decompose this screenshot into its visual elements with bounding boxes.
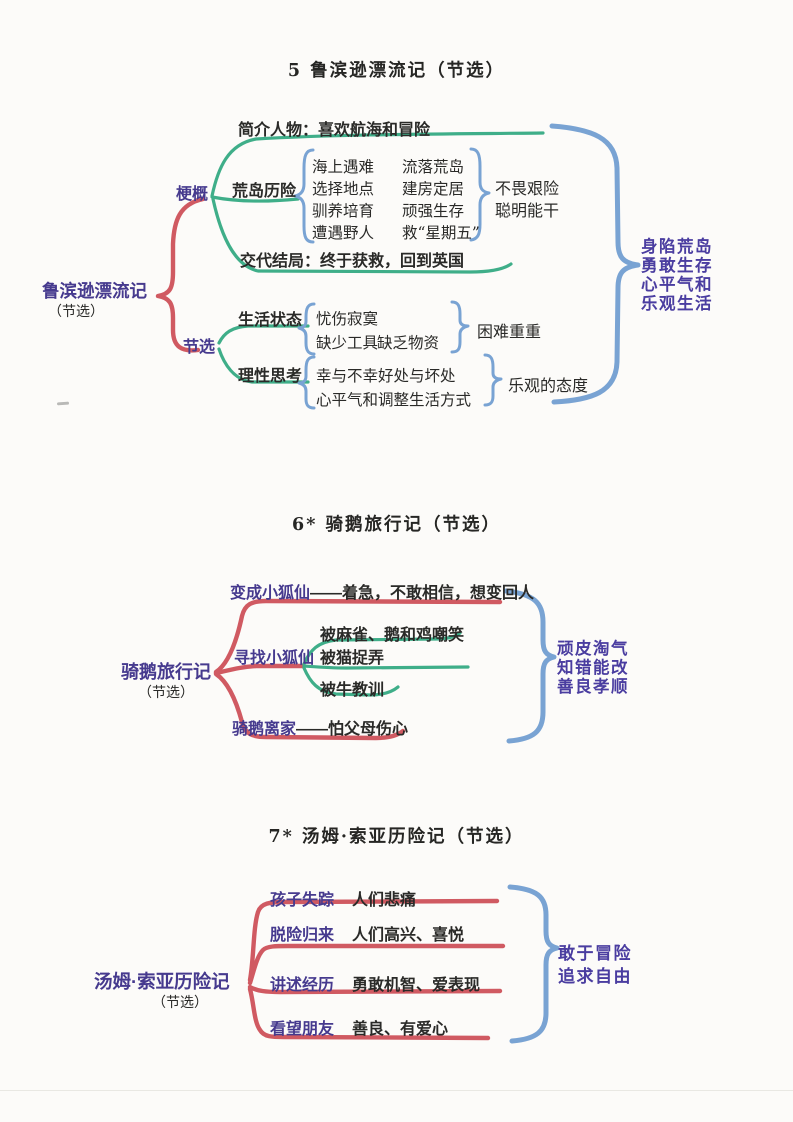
tom-row-label: 讲述经历 <box>270 977 335 994</box>
think-item: 好处与坏处 <box>378 367 456 385</box>
adventure-item: 救“星期五” <box>402 224 480 242</box>
robinson-ending-node: 交代结局：终于获救，回到英国 <box>240 253 465 270</box>
think-item: 幸与不幸 <box>316 367 379 385</box>
adventure-item: 建房定居 <box>402 180 465 198</box>
robinson-think-node: 理性思考 <box>238 368 303 385</box>
goose-row2-connector <box>213 663 307 676</box>
tom-row-label: 脱险归来 <box>270 927 335 944</box>
goose-row3-connector <box>213 671 406 741</box>
robinson-summary-line: 乐观生活 <box>641 295 713 313</box>
robinson-branch-excerpt: 节选 <box>183 339 216 356</box>
goose-title: 6* 骑鹅旅行记（节选） <box>292 515 501 535</box>
adventure-item: 驯养培育 <box>312 202 375 220</box>
goose-row1-text: ——着急，不敢相信，想变回人 <box>310 585 535 602</box>
robinson-summary-line: 勇敢生存 <box>641 257 713 275</box>
life-item: 缺乏物资 <box>377 334 440 352</box>
think-item: 心平气和 <box>316 391 379 409</box>
goose-row3: 骑鹅离家——怕父母伤心 <box>232 715 408 739</box>
robinson-root-brace <box>155 196 206 353</box>
goose-summary-brace <box>503 588 557 744</box>
robinson-root: 鲁滨逊漂流记 <box>42 281 147 301</box>
goose-item3-connector <box>302 666 400 697</box>
robinson-think-brace-right <box>483 353 503 407</box>
tom-root-sub: （节选） <box>152 995 208 1011</box>
goose-root-sub: （节选） <box>138 685 194 701</box>
tom-title: 7* 汤姆·索亚历险记（节选） <box>268 827 525 847</box>
robinson-intro-node: 简介人物：喜欢航海和冒险 <box>238 122 431 139</box>
goose-row3-label: 骑鹅离家 <box>232 721 297 738</box>
robinson-ending-connector <box>211 197 513 274</box>
tom-summary-line: 敢于冒险 <box>558 944 632 963</box>
tom-row-text: 人们高兴、喜悦 <box>352 927 465 944</box>
tom-row-label: 看望朋友 <box>270 1021 335 1038</box>
robinson-adventure-brace-left <box>293 148 315 244</box>
adventure-result: 聪明能干 <box>495 201 560 220</box>
goose-item: 被麻雀、鹅和鸡嘲笑 <box>320 627 465 644</box>
think-result: 乐观的态度 <box>508 376 589 395</box>
goose-row1: 变成小狐仙——着急，不敢相信，想变回人 <box>230 579 534 603</box>
tom-row1-connector <box>247 898 500 983</box>
adventure-item: 海上遇难 <box>312 158 375 176</box>
adventure-item: 流落荒岛 <box>402 158 465 176</box>
robinson-life-brace-left <box>297 302 316 356</box>
robinson-adventure-node: 荒岛历险 <box>232 183 297 200</box>
adventure-item: 选择地点 <box>312 180 375 198</box>
tom-root: 汤姆·索亚历险记 <box>94 971 230 992</box>
goose-row1-label: 变成小狐仙 <box>230 585 311 602</box>
page-bottom-divider <box>0 1090 793 1091</box>
tom-row-text: 善良、有爱心 <box>352 1021 449 1038</box>
robinson-title: 5 鲁滨逊漂流记（节选） <box>287 61 506 81</box>
goose-row1-connector <box>213 598 503 675</box>
tom-row-text: 勇敢机智、爱表现 <box>352 977 481 994</box>
goose-summary-line: 知错能改 <box>557 659 629 677</box>
goose-row2-label: 寻找小狐仙 <box>234 650 315 667</box>
robinson-life-connector <box>217 324 310 345</box>
tom-row3-connector <box>247 984 503 995</box>
tom-summary-brace <box>507 884 560 1044</box>
tom-row2-connector <box>247 943 506 986</box>
goose-item: 被牛教训 <box>320 682 385 699</box>
goose-row3-text: ——怕父母伤心 <box>296 721 409 738</box>
robinson-summary-brace <box>549 123 641 405</box>
adventure-result: 不畏艰险 <box>495 179 560 198</box>
robinson-life-node: 生活状态 <box>238 312 303 329</box>
goose-item2-connector <box>302 664 470 670</box>
goose-item: 被猫捉弄 <box>320 650 385 667</box>
robinson-root-sub: （节选） <box>48 304 104 320</box>
goose-item1-connector <box>302 631 462 666</box>
tom-row4-connector <box>247 986 491 1041</box>
robinson-life-brace-right <box>450 300 470 354</box>
adventure-item: 顽强生存 <box>402 202 465 220</box>
robinson-branch-outline: 梗概 <box>176 186 209 203</box>
think-item: 调整生活方式 <box>378 391 472 409</box>
robinson-think-connector <box>217 347 310 384</box>
goose-root: 骑鹅旅行记 <box>121 662 211 682</box>
tom-row-label: 孩子失踪 <box>270 892 335 909</box>
robinson-adventure-brace-right <box>469 147 491 242</box>
goose-summary-line: 顽皮淘气 <box>557 640 629 658</box>
robinson-summary-line: 身陷荒岛 <box>641 238 713 256</box>
life-result: 困难重重 <box>477 322 542 341</box>
tom-summary-line: 追求自由 <box>558 967 632 986</box>
goose-summary-line: 善良孝顺 <box>557 678 629 696</box>
robinson-think-brace-left <box>297 355 316 410</box>
robinson-adventure-connector <box>210 195 300 203</box>
adventure-item: 遭遇野人 <box>312 224 375 242</box>
life-item: 缺少工具 <box>316 334 379 352</box>
tom-row-text: 人们悲痛 <box>352 892 417 909</box>
life-item: 忧伤寂寞 <box>316 310 379 328</box>
robinson-summary-line: 心平气和 <box>641 276 713 294</box>
robinson-intro-connector <box>210 131 545 198</box>
